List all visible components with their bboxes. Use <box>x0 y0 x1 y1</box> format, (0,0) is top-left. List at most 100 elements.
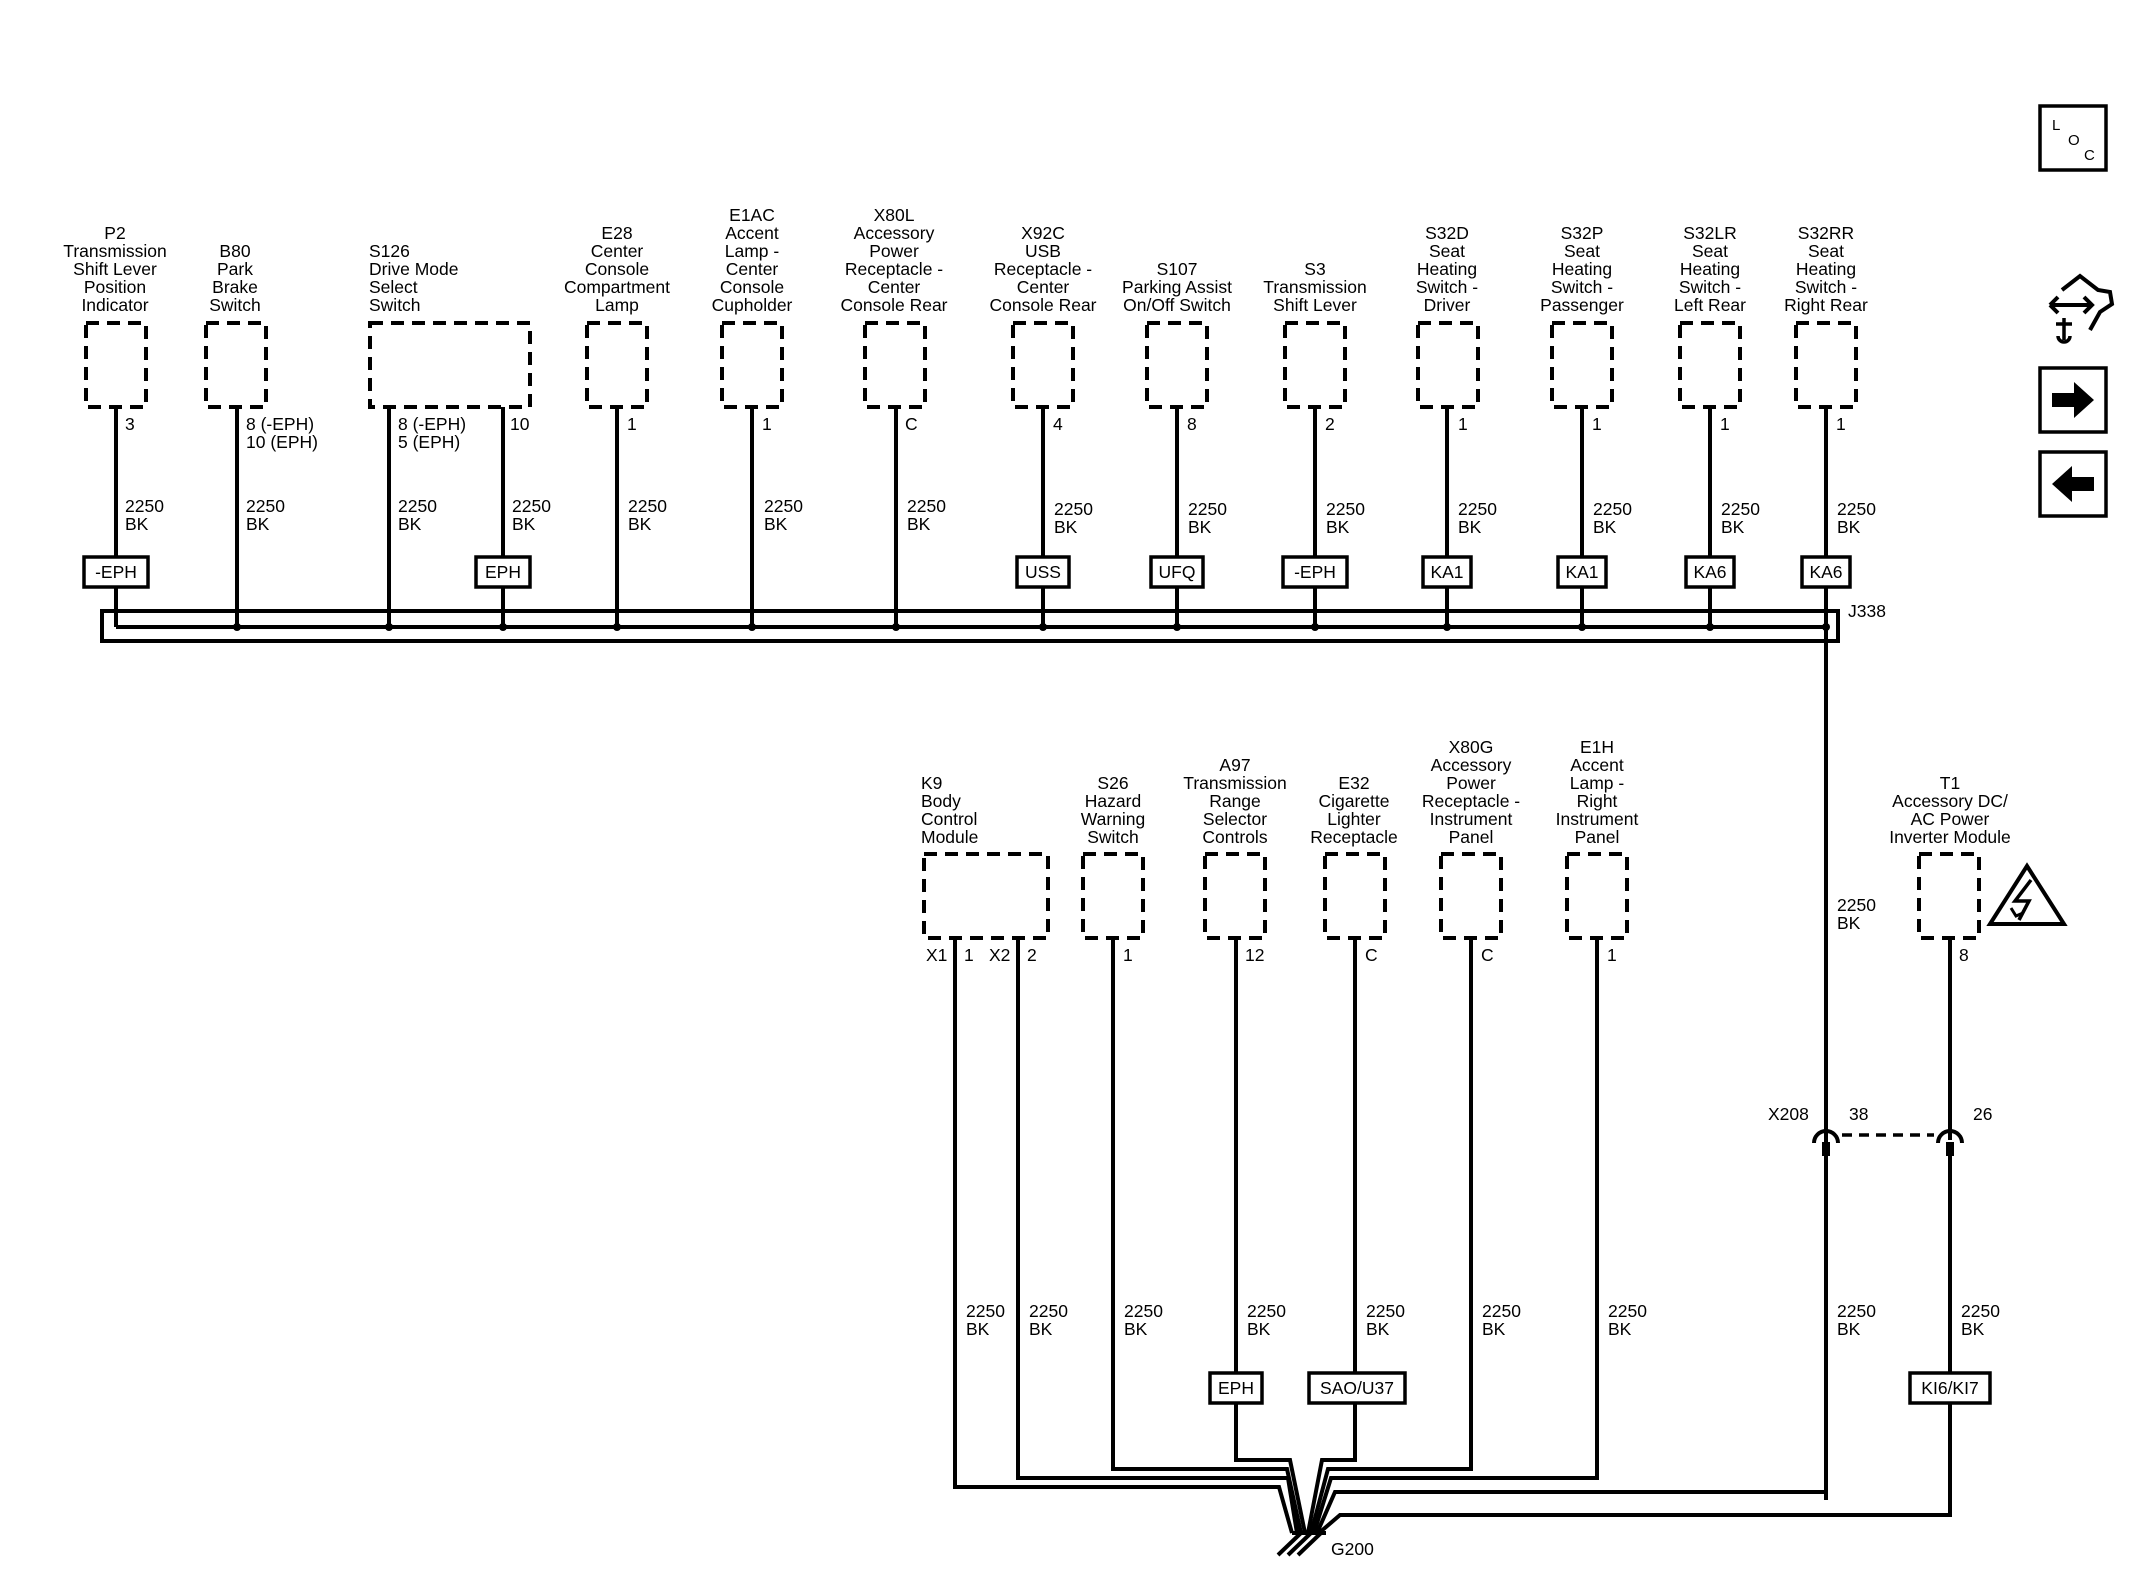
component-x92c-name-2: Receptacle - <box>994 259 1092 279</box>
wire-color: BK <box>125 514 149 534</box>
wire-gauge: 2250 <box>1593 499 1632 519</box>
inline-connector-x208: X208 38 26 <box>1768 1104 1992 1156</box>
wire-color: BK <box>907 514 931 534</box>
component-x80g-name-1: Accessory <box>1431 755 1512 775</box>
next-page-button[interactable] <box>2038 366 2108 434</box>
wire-color: BK <box>1593 517 1617 537</box>
wire-gauge: 2250 <box>1837 1301 1876 1321</box>
component-e28-id: E28 <box>601 223 632 243</box>
component-x80g: X80G Accessory Power Receptacle - Instru… <box>1422 737 1520 965</box>
wire-x80g <box>1309 938 1473 1534</box>
wire-gauge: 2250 <box>764 496 803 516</box>
component-s32p-name-4: Passenger <box>1540 295 1624 315</box>
component-s126-pin-1: 8 (-EPH) <box>398 414 466 434</box>
component-a97-pin: 12 <box>1245 945 1264 965</box>
component-e1h-name-5: Panel <box>1575 827 1620 847</box>
component-e1ac-name-5: Cupholder <box>712 295 793 315</box>
option-box-s32lr <box>1684 555 1736 589</box>
wire-color: BK <box>1124 1319 1148 1339</box>
wire-gauge: 2250 <box>1029 1301 1068 1321</box>
component-s32p-box <box>1550 321 1614 409</box>
component-e28-box <box>585 321 649 409</box>
wire-color: BK <box>1326 517 1350 537</box>
component-p2-name-2: Shift Lever <box>73 259 157 279</box>
wire-gauge: 2250 <box>1458 499 1497 519</box>
previous-page-button[interactable] <box>2038 450 2108 518</box>
component-e1ac-name-4: Console <box>720 277 784 297</box>
component-e28-pin: 1 <box>627 414 637 434</box>
option-box-x92c <box>1015 555 1071 589</box>
component-s32lr-id: S32LR <box>1683 223 1737 243</box>
wire-k9-x2 <box>1016 938 1299 1534</box>
wire-color: BK <box>1961 1319 1985 1339</box>
location-button[interactable]: L O C <box>2038 104 2108 172</box>
component-e28-name-4: Lamp <box>595 295 639 315</box>
component-s107-box <box>1145 321 1209 409</box>
component-e32-pin: C <box>1365 945 1378 965</box>
next-page-button-frame[interactable] <box>2038 366 2108 434</box>
component-e32-id: E32 <box>1338 773 1369 793</box>
junction-dot <box>1311 623 1319 631</box>
component-b80: B80 Park Brake Switch 8 (-EPH) 10 (EPH) <box>204 241 318 452</box>
component-k9-name-3: Module <box>921 827 978 847</box>
wire-t1-ground <box>1317 1150 1952 1535</box>
splice-junction-dots <box>233 623 1830 631</box>
component-e32-name-3: Receptacle <box>1310 827 1398 847</box>
component-e1h: E1H Accent Lamp - Right Instrument Panel… <box>1556 737 1639 965</box>
component-locator-icon[interactable] <box>2048 273 2115 344</box>
component-p2-id: P2 <box>104 223 125 243</box>
component-x80g-name-4: Instrument <box>1430 809 1513 829</box>
component-e1ac-id: E1AC <box>729 205 775 225</box>
component-s32d-name-4: Driver <box>1424 295 1471 315</box>
junction-dot <box>1173 623 1181 631</box>
component-e32: E32 Cigarette Lighter Receptacle C <box>1310 773 1398 965</box>
junction-dot <box>1443 623 1451 631</box>
wire-color: BK <box>1837 517 1861 537</box>
option-label-s32lr: KA6 <box>1693 562 1726 582</box>
top-wire-labels: 2250 BK 2250 BK 2250 BK 2250 BK 2250 BK … <box>125 496 1876 537</box>
component-s32rr-id: S32RR <box>1798 223 1854 243</box>
option-box-e32 <box>1307 1371 1407 1405</box>
component-x80g-name-5: Panel <box>1449 827 1494 847</box>
component-e1h-id: E1H <box>1580 737 1614 757</box>
component-e1ac-name-3: Center <box>726 259 779 279</box>
component-e1ac-name-2: Lamp - <box>725 241 780 261</box>
component-e32-box <box>1323 852 1387 940</box>
component-t1-name-2: AC Power <box>1911 809 1990 829</box>
component-p2-name-1: Transmission <box>63 241 166 261</box>
option-box-s126 <box>474 555 532 589</box>
component-e28-name-2: Console <box>585 259 649 279</box>
component-s32rr: S32RR Seat Heating Switch - Right Rear 1 <box>1784 223 1868 434</box>
option-label-s107: UFQ <box>1159 562 1196 582</box>
component-s26-name-3: Switch <box>1087 827 1139 847</box>
component-k9-box <box>922 852 1050 940</box>
option-box-s3 <box>1281 555 1349 589</box>
option-box-s32rr <box>1800 555 1852 589</box>
option-label-t1: KI6/KI7 <box>1921 1378 1978 1398</box>
component-x92c-name-4: Console Rear <box>990 295 1097 315</box>
inline-connector-pin-26: 26 <box>1973 1104 1992 1124</box>
junction-dot <box>499 623 507 631</box>
nav-buttons: L O C <box>2038 104 2115 518</box>
location-button-frame[interactable] <box>2038 104 2108 172</box>
component-a97-name-3: Selector <box>1203 809 1267 829</box>
component-x92c-pin: 4 <box>1053 414 1063 434</box>
component-s107-name-1: Parking Assist <box>1122 277 1232 297</box>
component-s32d-id: S32D <box>1425 223 1469 243</box>
component-s26-name-1: Hazard <box>1085 791 1141 811</box>
component-x92c-name-3: Center <box>1017 277 1070 297</box>
wire-gauge: 2250 <box>966 1301 1005 1321</box>
option-box-p2 <box>82 555 150 589</box>
component-s126: S126 Drive Mode Select Switch 8 (-EPH) 5… <box>368 241 532 452</box>
component-e28-name-1: Center <box>591 241 644 261</box>
connector-female-left <box>1812 1129 1840 1144</box>
junction-dot <box>233 623 241 631</box>
component-s32p-name-1: Seat <box>1564 241 1600 261</box>
component-s26-pin: 1 <box>1123 945 1133 965</box>
component-x80g-name-3: Receptacle - <box>1422 791 1520 811</box>
component-x80l-name-3: Receptacle - <box>845 259 943 279</box>
component-b80-pin-1: 8 (-EPH) <box>246 414 314 434</box>
wire-color: BK <box>628 514 652 534</box>
component-e1ac: E1AC Accent Lamp - Center Console Cuphol… <box>712 205 793 434</box>
